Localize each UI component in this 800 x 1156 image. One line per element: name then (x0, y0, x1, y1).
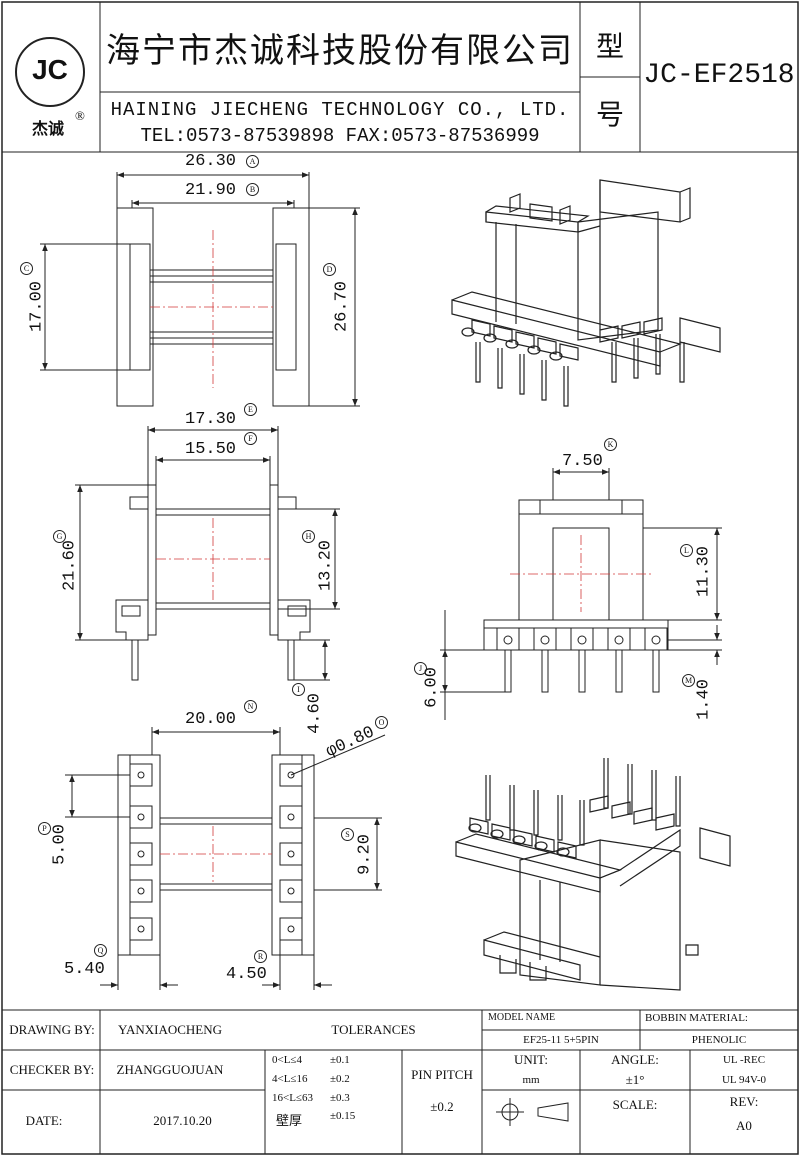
tol-range-3: 壁厚 (276, 1114, 303, 1129)
dim-label-N: 20.00 (185, 710, 237, 729)
view-bottom (65, 727, 386, 990)
view-front (75, 426, 340, 681)
dim-label-I: 4.60 (305, 693, 325, 734)
angle-value: ±1° (625, 1072, 645, 1087)
scale-label: SCALE: (612, 1097, 658, 1112)
company-contact: TEL:0573-87539898 FAX:0573-87536999 (140, 125, 540, 147)
tol-range-1: 4<L≤16 (272, 1073, 308, 1085)
dim-label-E: 17.30 (185, 410, 237, 429)
model-label-2: 号 (595, 98, 624, 131)
model-name-label: MODEL NAME (488, 1012, 556, 1023)
model-label-1: 型 (595, 30, 624, 63)
dim-label-M: 1.40 (694, 679, 714, 720)
dim-tag-Q: Q (94, 944, 107, 957)
dim-label-G: 21.60 (60, 540, 80, 592)
dim-tag-J: J (414, 662, 427, 675)
dim-tag-B: B (246, 183, 259, 196)
leader-O (290, 734, 386, 776)
tol-value-1: ±0.2 (330, 1073, 350, 1085)
logo-circle (15, 37, 85, 107)
checker-by-label: CHECKER BY: (9, 1062, 95, 1077)
ul-94v0: UL 94V-0 (721, 1074, 767, 1086)
date-label: DATE: (25, 1113, 63, 1128)
dim-label-D: 26.70 (332, 281, 352, 333)
dim-tag-E: E (244, 403, 257, 416)
center-lines (150, 230, 652, 882)
model-number: JC-EF2518 (643, 59, 795, 91)
tol-range-2: 16<L≤63 (272, 1092, 313, 1104)
iso-view-upper (451, 179, 721, 407)
dim-tag-G: G (53, 530, 66, 543)
dim-tag-N: N (244, 700, 257, 713)
unit-value: mm (522, 1074, 540, 1086)
tol-value-3: ±0.15 (330, 1110, 356, 1122)
dim-tag-A: A (246, 155, 259, 168)
dim-label-H: 13.20 (316, 540, 336, 592)
dim-tag-D: D (323, 263, 336, 276)
dim-label-B: 21.90 (185, 181, 237, 200)
ul-rec: UL -REC (722, 1054, 766, 1066)
dim-tag-M: M (682, 674, 695, 687)
tol-range-0: 0<L≤4 (272, 1054, 302, 1066)
dim-tag-I: I (292, 683, 305, 696)
bobbin-material-label: BOBBIN MATERIAL: (645, 1012, 748, 1024)
dim-label-K: 7.50 (562, 452, 603, 471)
dim-label-F: 15.50 (185, 440, 237, 459)
dim-label-L: 11.30 (694, 546, 714, 598)
title-block-grid (2, 1009, 798, 1154)
view-top (40, 172, 360, 407)
dim-label-A: 26.30 (185, 152, 237, 171)
company-name-cn: 海宁市杰诚科技股份有限公司 (106, 30, 574, 71)
dim-label-R: 4.50 (226, 965, 267, 984)
drawing-by-label: DRAWING BY: (9, 1022, 95, 1037)
dim-tag-P: P (38, 822, 51, 835)
dim-label-Q: 5.40 (64, 960, 105, 979)
tol-value-2: ±0.3 (330, 1092, 350, 1104)
pin-pitch-label: PIN PITCH (411, 1067, 473, 1082)
rev-value: A0 (736, 1118, 752, 1133)
model-name-value: EF25-11 5+5PIN (523, 1034, 599, 1046)
dim-tag-O: O (375, 716, 388, 729)
angle-label: ANGLE: (611, 1052, 659, 1067)
dim-label-P: 5.00 (50, 824, 70, 865)
dim-tag-L: L (680, 544, 693, 557)
drawing-by-value: YANXIAOCHENG (118, 1022, 222, 1037)
dim-label-S: 9.20 (355, 834, 375, 875)
tol-value-0: ±0.1 (330, 1054, 350, 1066)
dim-tag-K: K (604, 438, 617, 451)
pin-pitch-value: ±0.2 (430, 1099, 454, 1114)
iso-view-lower (455, 758, 731, 991)
bobbin-material-value: PHENOLIC (691, 1034, 747, 1046)
logo-text: JC (32, 54, 68, 85)
unit-label: UNIT: (513, 1052, 548, 1067)
dim-tag-C: C (20, 262, 33, 275)
date-value: 2017.10.20 (153, 1113, 212, 1128)
rev-label: REV: (729, 1094, 759, 1109)
dim-tag-R: R (254, 950, 267, 963)
tolerances-label: TOLERANCES (331, 1022, 416, 1037)
registered-mark: ® (75, 108, 85, 123)
checker-by-value: ZHANGGUOJUAN (116, 1062, 224, 1077)
dim-tag-H: H (302, 530, 315, 543)
dim-tag-F: F (244, 432, 257, 445)
logo-sub: 杰诚 (31, 119, 64, 138)
company-name-en: HAINING JIECHENG TECHNOLOGY CO., LTD. (110, 99, 570, 121)
dim-tag-S: S (341, 828, 354, 841)
dim-label-C: 17.00 (27, 281, 47, 333)
